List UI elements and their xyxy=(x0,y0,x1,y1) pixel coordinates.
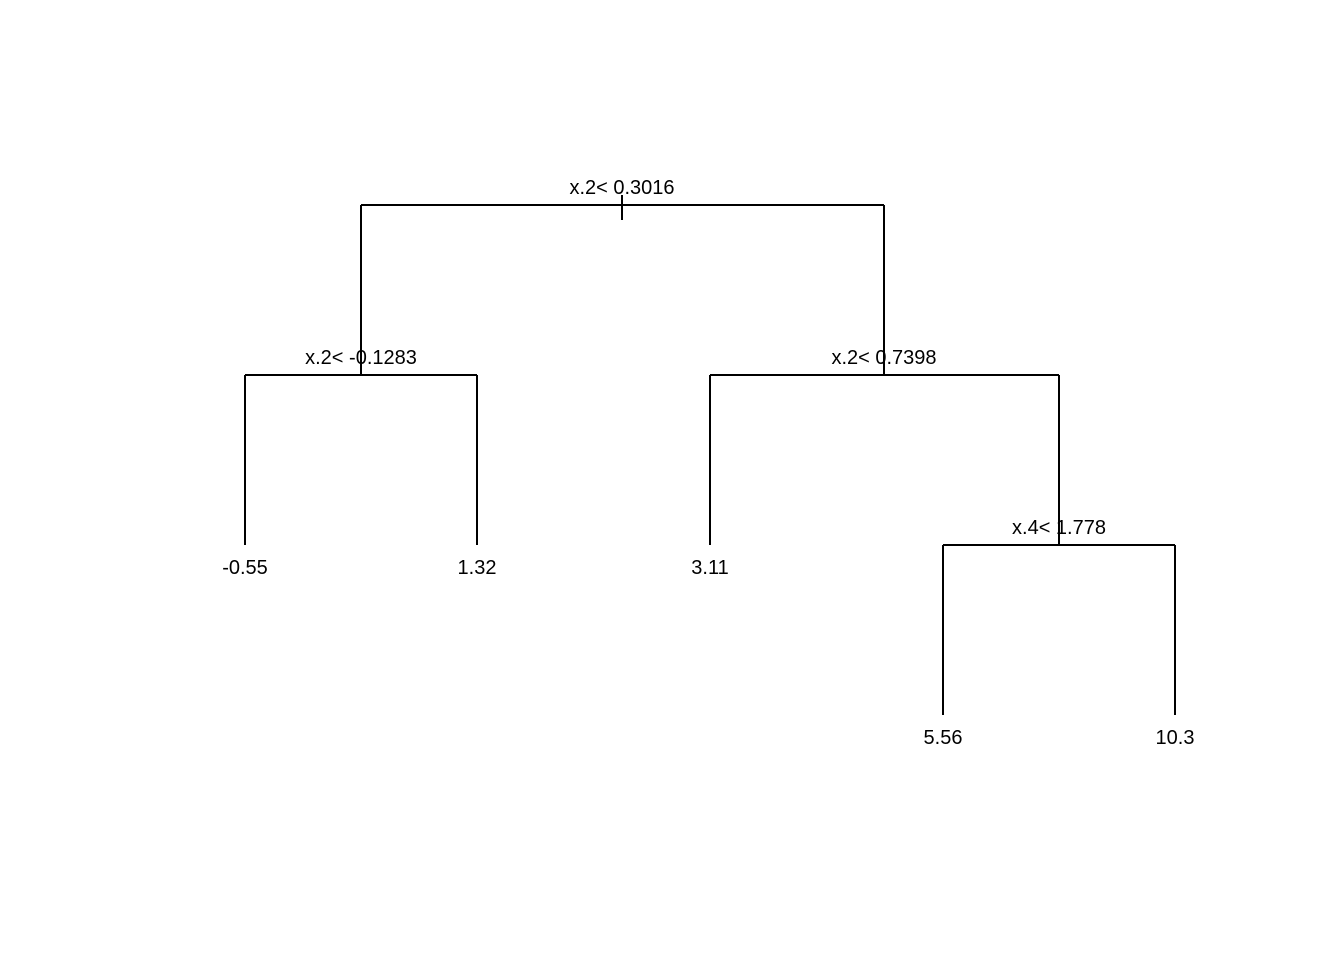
split-left: x.2< -0.1283 xyxy=(245,347,477,376)
leaf-label: 10.3 xyxy=(1156,727,1195,749)
split-right-right: x.4< 1.778 xyxy=(943,517,1175,546)
split-root: x.2< 0.3016 xyxy=(361,177,884,220)
split-label-right-right: x.4< 1.778 xyxy=(1012,517,1106,539)
split-label-root: x.2< 0.3016 xyxy=(569,177,674,199)
split-label-right: x.2< 0.7398 xyxy=(831,347,936,369)
split-right: x.2< 0.7398 xyxy=(710,347,1059,376)
leaf-label: 1.32 xyxy=(458,557,497,579)
leaf-label: 3.11 xyxy=(691,557,728,579)
split-label-left: x.2< -0.1283 xyxy=(305,347,417,369)
leaf-label: 5.56 xyxy=(924,727,963,749)
leaf-label: -0.55 xyxy=(222,557,268,579)
